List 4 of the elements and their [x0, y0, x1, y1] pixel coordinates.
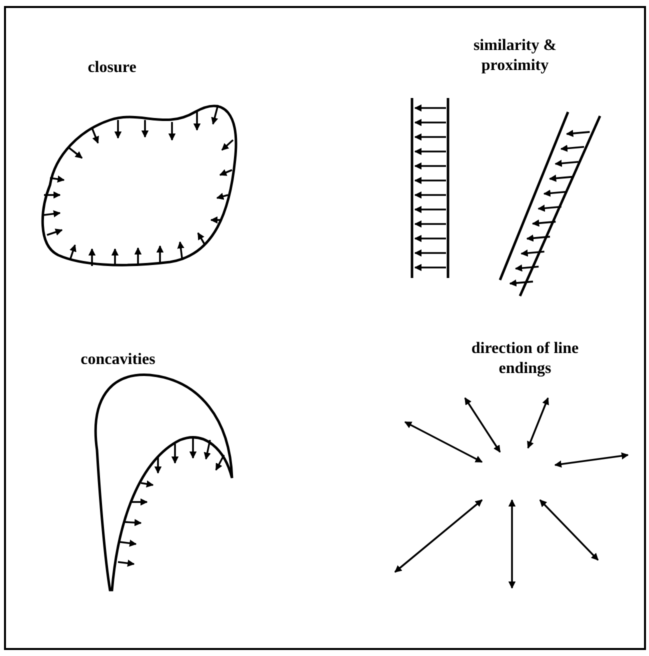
panel-title: direction of line endings — [470, 339, 580, 379]
panel-title: similarity & proximity — [472, 36, 558, 76]
panel-title: closure — [86, 58, 138, 78]
panel-title: concavities — [80, 350, 156, 370]
